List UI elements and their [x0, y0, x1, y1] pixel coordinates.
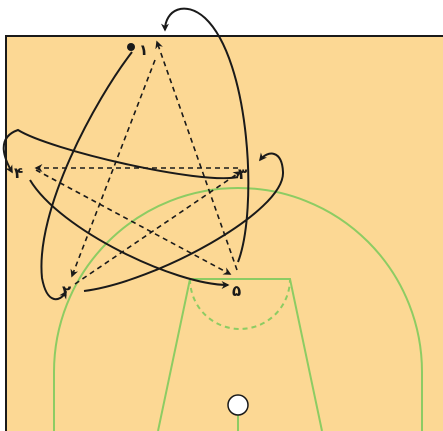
- free-throw-circle-dashed: [189, 278, 291, 330]
- cut-lines: [2, 7, 285, 301]
- court-lines: [53, 187, 423, 431]
- pass-line-5-to-1: [155, 40, 238, 271]
- cut-line-2-to-3: [83, 152, 285, 292]
- player-5-label: ۵: [232, 282, 241, 300]
- cut-line-1-to-2: [40, 51, 133, 301]
- pass-lines: [34, 40, 242, 285]
- cut-line-5-to-1: [161, 7, 250, 263]
- basket-rim: [227, 394, 249, 416]
- player-2-label: ٢: [62, 282, 71, 300]
- pass-line-4-to-5: [35, 169, 232, 275]
- player-1-ball-marker: [127, 43, 135, 51]
- player-1-label: ١: [139, 41, 148, 59]
- pass-line-2-to-3: [74, 171, 242, 285]
- cut-line-4-to-5: [29, 179, 230, 289]
- player-3-label: ٣: [238, 165, 247, 183]
- player-4-label: ۴: [14, 164, 23, 182]
- pass-line-1-to-2: [70, 59, 156, 278]
- cut-line-3-to-4: [2, 128, 239, 180]
- three-point-arc: [53, 187, 423, 431]
